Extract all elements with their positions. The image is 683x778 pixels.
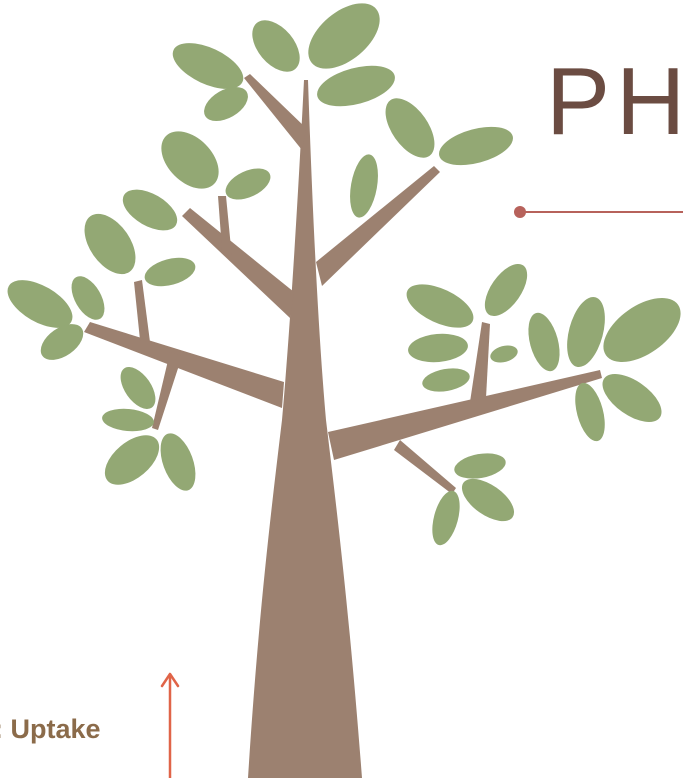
leaf-icon [71,276,105,320]
tree-icon [84,74,602,778]
tree-leaves [7,3,681,546]
leaf-icon [161,131,219,189]
arrow-up-icon [160,672,180,778]
leaf-icon [40,324,84,360]
leaf-icon [252,20,300,72]
leaf-icon [144,257,196,287]
branch-mid-left [182,208,294,318]
branch-mid-left-sub [218,196,232,258]
leaf-icon [84,213,136,275]
leaf-icon [102,408,154,432]
leaf-icon [308,3,380,69]
branch-right-down [394,440,456,494]
title-fragment: PH [546,48,683,155]
leaf-icon [528,312,560,372]
leaf-icon [350,154,378,218]
branch-upper-left [244,74,306,150]
leaf-icon [7,280,73,328]
leaf-icon [385,98,435,158]
leaf-icon [406,284,474,328]
leaf-icon [484,263,528,317]
leaf-icon [439,126,513,166]
leaf-icon [461,478,515,522]
leaf-icon [602,374,662,422]
leaf-icon [122,189,178,231]
leaf-icon [422,368,470,392]
leaf-icon [490,345,518,363]
leaf-icon [408,333,468,363]
tree-trunk [248,80,362,778]
leaf-icon [204,86,248,122]
leaf-icon [575,382,605,442]
leaf-icon [432,490,460,546]
leaf-icon [454,453,506,479]
branch-left-sub [134,280,150,342]
leaf-icon [160,433,196,491]
branch-lower-left [84,322,284,408]
leaf-icon [317,65,395,107]
connector-dot [514,206,526,218]
leaf-icon [172,43,244,89]
leaf-icon [567,296,605,368]
branch-right-main [328,370,602,460]
branch-right-sub [470,322,490,402]
leaf-icon [225,168,271,200]
leaf-icon [603,298,681,362]
branch-left-down [152,352,182,430]
branch-upper-right [316,166,440,286]
connector-line [514,206,683,218]
uptake-label: : Uptake [0,714,101,744]
leaf-icon [120,366,156,410]
leaf-icon [104,435,160,485]
